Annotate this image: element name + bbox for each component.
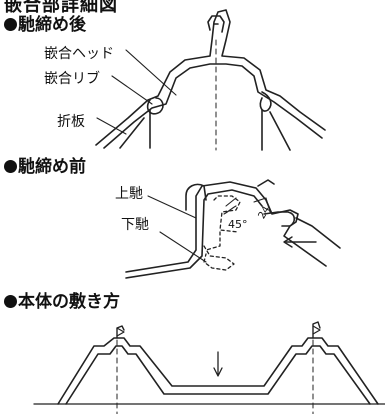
flag-right (312, 325, 321, 335)
bullet-icon (4, 160, 17, 173)
label-fitting-head: 嵌合ヘッド (44, 46, 114, 62)
inner-dashed-2 (205, 231, 221, 251)
hook-left (116, 325, 125, 339)
dimension-mark (253, 197, 271, 213)
panel-body-left (119, 109, 151, 149)
section-before-title: 馳締め前 (4, 152, 86, 177)
upper-seam-curve (185, 183, 207, 211)
upper-panel-right (257, 179, 341, 249)
after-seaming-section (95, 9, 326, 151)
dimension-label: 24 (257, 204, 273, 221)
angle-label: 45° (228, 218, 248, 231)
hook-right (312, 321, 321, 339)
section-after-text: 馳締め後 (18, 15, 86, 35)
bullet-icon (4, 295, 17, 308)
label-lower-seam: 下馳 (121, 217, 149, 233)
label-upper-seam: 上馳 (115, 186, 143, 202)
leader-rib (111, 75, 153, 105)
bullet-icon (4, 18, 17, 31)
label-folded-plate: 折板 (57, 114, 85, 130)
section-layout-title: 本体の敷き方 (4, 287, 120, 312)
label-fitting-rib: 嵌合リブ (44, 71, 100, 87)
panel-inner-profile (103, 63, 323, 149)
leader-upper (147, 195, 197, 219)
section-layout-text: 本体の敷き方 (18, 292, 120, 312)
leader-head (125, 49, 177, 96)
flag-left (116, 327, 125, 337)
fitting-rib-right (259, 91, 272, 112)
angle-arc (223, 197, 237, 215)
seam-hook (207, 15, 225, 33)
press-arrow-head (283, 236, 293, 248)
left-panel-inner (65, 345, 371, 405)
left-panel-profile (57, 337, 379, 405)
section-before-text: 馳締め前 (18, 157, 86, 177)
layout-section (33, 321, 385, 405)
section-after-title: 馳締め後 (4, 10, 86, 35)
fitting-rib-left (146, 97, 164, 115)
diagram-title: 嵌合部詳細図 (4, 0, 118, 16)
panel-outer-profile (95, 9, 326, 146)
leader-lower (159, 231, 207, 263)
down-arrow-head (213, 367, 223, 377)
leader-panel (96, 117, 127, 135)
fold-tip (263, 211, 296, 227)
lower-seam-dashed (203, 245, 235, 271)
inner-dashed (213, 195, 241, 233)
panel-body-right (261, 109, 291, 151)
lower-panel-inner (125, 189, 263, 279)
